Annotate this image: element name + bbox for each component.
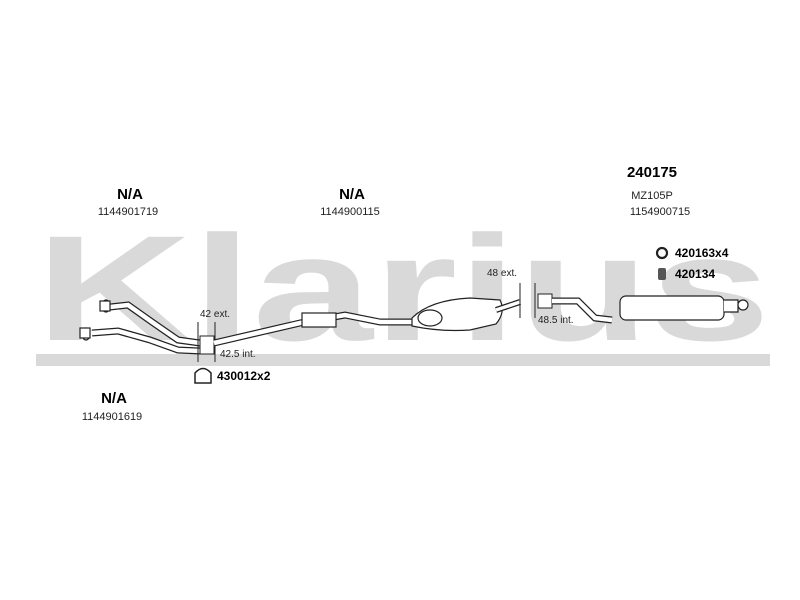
dim-front-ext: 42 ext. [200,309,231,320]
section-3-status: N/A [101,390,127,407]
rear-silencer [552,295,749,324]
kit-number: 240175 [626,164,678,181]
fitting-ring-label: 420163x4 [675,246,729,260]
ring-icon [655,246,669,260]
brand-watermark: Klarius [36,204,771,372]
fitting-hanger-label: 420134 [675,267,716,281]
rear-joint [519,283,553,318]
section-1-status: N/A [117,186,143,203]
centre-silencer [411,297,521,332]
section-2-code: 1144900115 [320,206,380,218]
dim-rear-int: 48.5 int. [538,315,574,326]
hanger-icon [658,268,666,280]
middle-pipe [213,311,415,347]
logo-text: Klarius [36,204,771,372]
section-1-code: 1144901719 [97,206,159,218]
dim-rear-ext: 48 ext. [487,268,518,279]
section-3-code: 1144901619 [81,411,143,423]
section-2-status: N/A [339,186,365,203]
fitting-clamp-label: 430012x2 [217,369,271,383]
dim-front-int: 42.5 int. [220,349,256,360]
kit-model: MZ105P [631,190,673,202]
kit-code: 1154900715 [629,206,691,218]
front-downpipe [79,299,201,355]
clamp-icon [194,367,212,384]
